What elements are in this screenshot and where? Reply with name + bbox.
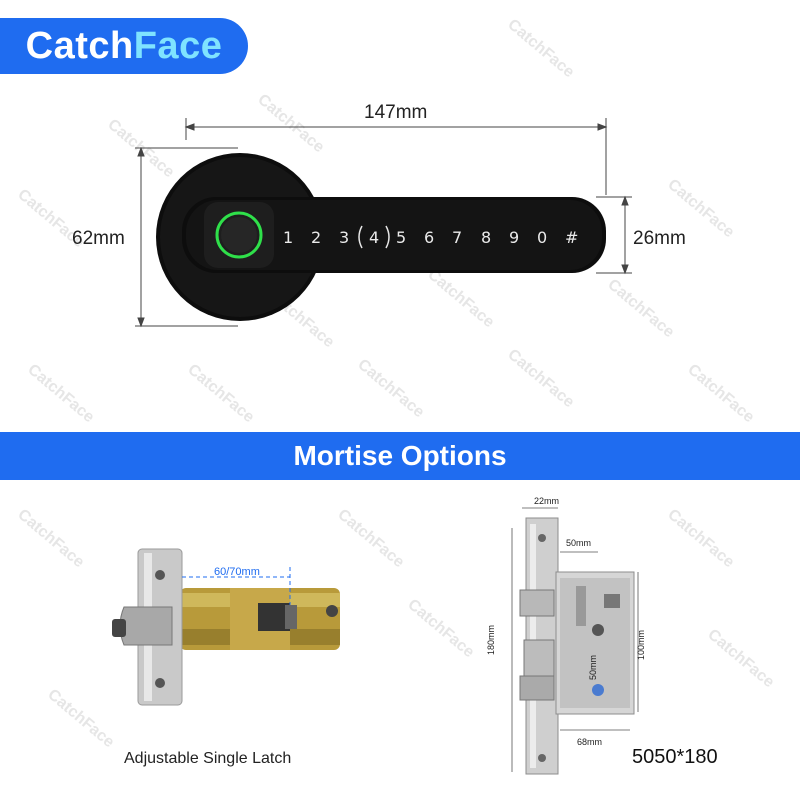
- nfc-icon: [358, 225, 390, 249]
- height-dimension-line: [135, 146, 238, 328]
- latch-image: [112, 548, 340, 706]
- watermark: CatchFace: [504, 16, 578, 82]
- handle-height-dimension-line: [596, 195, 632, 275]
- brand-accent-text: Face: [133, 24, 223, 67]
- watermark: CatchFace: [184, 361, 258, 427]
- keypad: [0, 0, 800, 1]
- keypad-key: 7: [452, 228, 463, 247]
- latch-length-label: 60/70mm: [214, 566, 260, 578]
- watermark: CatchFace: [24, 361, 98, 427]
- watermark: CatchFace: [354, 356, 428, 422]
- mortise-spacing-label: 50mm: [588, 654, 598, 680]
- keypad-key: 3: [339, 228, 350, 247]
- mortise-body-width-label: 68mm: [577, 737, 603, 747]
- watermark: CatchFace: [664, 506, 738, 572]
- keypad-key: 1: [283, 228, 294, 247]
- banner-title: Mortise Options: [293, 440, 507, 471]
- keypad-key: 6: [424, 228, 435, 247]
- fingerprint-reader: [215, 211, 263, 259]
- width-dimension-label: 147mm: [364, 102, 428, 123]
- handle-height-dimension-label: 26mm: [633, 228, 686, 249]
- keypad-key: 9: [509, 228, 520, 247]
- keypad-key: 5: [396, 228, 407, 247]
- keypad-key: 0: [537, 228, 548, 247]
- mortise-length-label: 180mm: [486, 624, 496, 655]
- mortise-options-banner: Mortise Options: [0, 432, 800, 480]
- keypad-key: 8: [481, 228, 492, 247]
- watermark: CatchFace: [404, 596, 478, 662]
- watermark: CatchFace: [44, 686, 118, 752]
- mortise-model-label: 5050*180: [632, 746, 718, 768]
- mortise-faceplate-label: 22mm: [534, 496, 560, 506]
- brand-text: Catch: [25, 24, 134, 67]
- mortise-backset-label: 50mm: [566, 538, 592, 548]
- height-dimension-label: 62mm: [72, 228, 125, 249]
- width-dimension-line: [184, 118, 608, 195]
- watermark: CatchFace: [504, 346, 578, 412]
- lock-diagram: [135, 118, 632, 328]
- latch-caption: Adjustable Single Latch: [124, 750, 292, 767]
- watermark: CatchFace: [704, 626, 778, 692]
- watermark: CatchFace: [14, 506, 88, 572]
- keypad-key: 4: [369, 228, 380, 247]
- keypad-key: 2: [311, 228, 322, 247]
- watermark: CatchFace: [684, 361, 758, 427]
- keypad-key: #: [565, 228, 579, 247]
- mortise-body-height-label: 100mm: [636, 629, 646, 660]
- mortise-diagram: [511, 507, 639, 775]
